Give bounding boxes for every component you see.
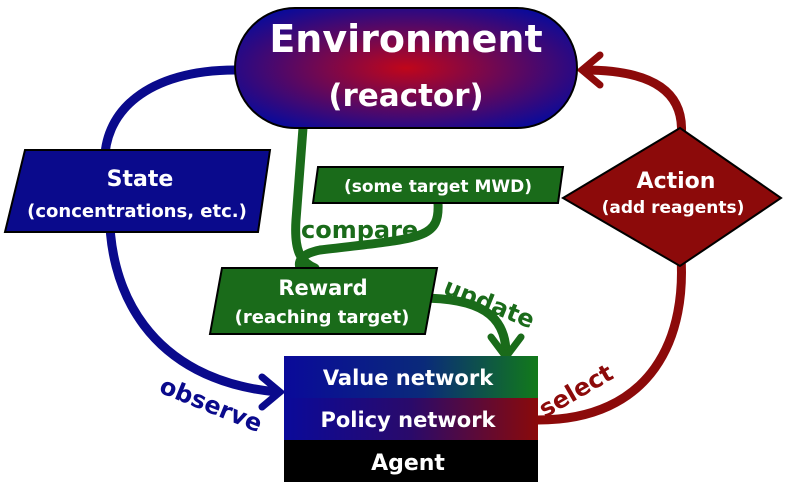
environment-title: Environment <box>269 17 542 61</box>
value-network-box <box>284 356 538 398</box>
action-node: Action (add reagents) <box>561 126 783 268</box>
action-env-arrow <box>579 65 686 150</box>
environment-subtitle: (reactor) <box>328 78 483 114</box>
policy-network-box <box>284 398 538 440</box>
reward-node: Reward (reaching target) <box>208 267 439 335</box>
value-network-label: Value network <box>323 366 494 390</box>
env-reward-line <box>291 123 320 273</box>
action-env-arrowhead <box>576 51 604 89</box>
agent-label: Agent <box>371 451 445 476</box>
action-title: Action <box>637 169 716 194</box>
update-arrow <box>415 293 511 357</box>
select-arrow <box>533 240 686 425</box>
state-title: State <box>107 167 174 192</box>
target-label: (some target MWD) <box>344 177 532 197</box>
compare-line <box>294 198 443 273</box>
state-subtitle: (concentrations, etc.) <box>27 201 247 222</box>
target-node: (some target MWD) <box>311 166 565 204</box>
action-subtitle: (add reagents) <box>602 198 745 218</box>
observe-label: observe <box>156 372 267 438</box>
state-node: State (concentrations, etc.) <box>3 149 272 233</box>
update-label: update <box>440 273 539 335</box>
observe-arrowhead <box>258 373 286 411</box>
policy-network-label: Policy network <box>320 408 496 432</box>
agent-node: Value network Policy network Agent <box>284 356 538 482</box>
compare-label: compare <box>301 216 418 244</box>
agent-box <box>284 440 538 482</box>
reward-subtitle: (reaching target) <box>235 307 410 328</box>
environment-node: Environment (reactor) <box>234 7 578 129</box>
reward-title: Reward <box>278 276 367 300</box>
